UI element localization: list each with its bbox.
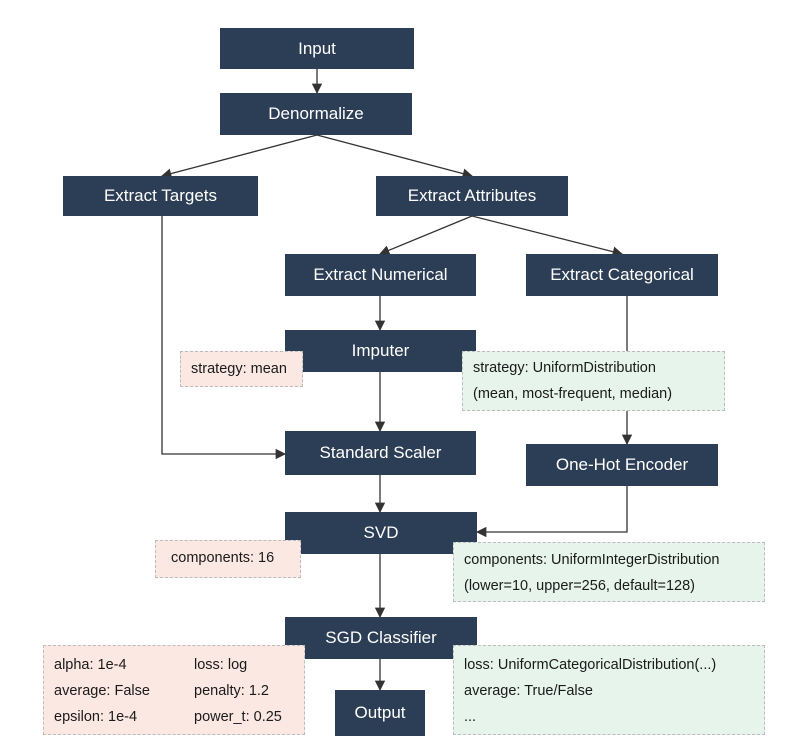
node-extract-numerical: Extract Numerical	[285, 254, 476, 296]
edge-encoder-svd	[475, 486, 628, 538]
note-line: strategy: UniformDistribution	[473, 360, 656, 376]
edge-attributes-numerical	[379, 215, 473, 256]
node-denormalize: Denormalize	[220, 93, 412, 135]
note-line: (lower=10, upper=256, default=128)	[464, 578, 695, 594]
node-extract-targets: Extract Targets	[63, 176, 258, 216]
note-imputer-search: strategy: UniformDistribution (mean, mos…	[462, 351, 725, 411]
note-sgd-search: loss: UniformCategoricalDistribution(...…	[453, 645, 765, 735]
node-standard-scaler: Standard Scaler	[285, 431, 476, 475]
note-line: ...	[464, 709, 477, 725]
node-input: Input	[220, 28, 414, 69]
note-svd-fixed: components: 16	[155, 540, 301, 578]
edge-attributes-categorical	[471, 215, 624, 257]
node-extract-attributes: Extract Attributes	[376, 176, 568, 216]
note-line: power_t: 0.25	[194, 709, 282, 725]
note-svd-search: components: UniformIntegerDistribution (…	[453, 542, 765, 602]
note-line: components: 16	[171, 550, 275, 566]
note-line: strategy: mean	[191, 361, 287, 377]
edge-targets-scaler	[161, 216, 287, 460]
node-output: Output	[335, 690, 425, 736]
node-one-hot-encoder: One-Hot Encoder	[526, 444, 718, 486]
note-line: loss: log	[194, 657, 248, 673]
note-grid: alpha: 1e-4 loss: log average: False pen…	[54, 652, 294, 730]
note-line: average: False	[54, 683, 150, 699]
note-line: penalty: 1.2	[194, 683, 269, 699]
note-line: alpha: 1e-4	[54, 657, 127, 673]
note-imputer-fixed: strategy: mean	[180, 351, 303, 387]
edge-denormalize-extract-attributes	[316, 134, 474, 179]
node-imputer: Imputer	[285, 330, 476, 372]
note-line: loss: UniformCategoricalDistribution(...…	[464, 657, 717, 673]
note-sgd-fixed: alpha: 1e-4 loss: log average: False pen…	[43, 645, 305, 735]
note-line: average: True/False	[464, 683, 593, 699]
note-line: (mean, most-frequent, median)	[473, 386, 673, 402]
edge-denormalize-extract-targets	[160, 134, 318, 179]
node-sgd-classifier: SGD Classifier	[285, 617, 477, 659]
node-extract-categorical: Extract Categorical	[526, 254, 718, 296]
node-svd: SVD	[285, 512, 477, 554]
note-line: components: UniformIntegerDistribution	[464, 552, 720, 568]
note-line: epsilon: 1e-4	[54, 709, 138, 725]
